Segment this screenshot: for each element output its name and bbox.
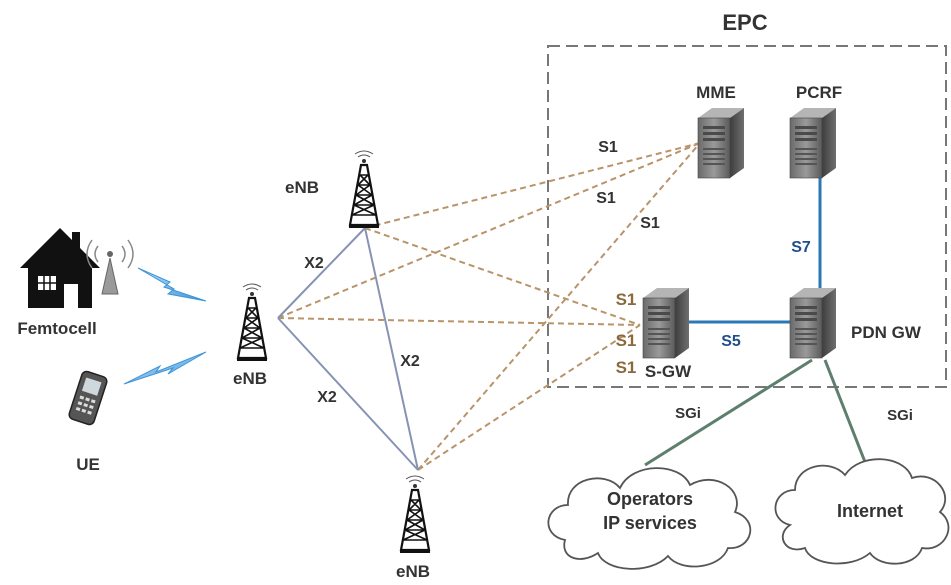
mme-server-icon	[697, 107, 745, 179]
s1-label-c: S1	[640, 215, 660, 232]
epc-title: EPC	[722, 10, 767, 35]
internet-cloud-label: Internet	[837, 501, 903, 521]
operators-cloud-label-line2: IP services	[603, 513, 697, 533]
s7-label: S7	[791, 239, 811, 256]
s1-link-enb-bottom-sgw	[417, 324, 641, 471]
s1-link-enb-mid-mme	[277, 142, 701, 319]
enb-bottom-tower-icon	[398, 474, 432, 555]
enb-top-label: eNB	[285, 178, 319, 197]
x2-link-mid-bottom	[277, 317, 419, 471]
s1-label-b: S1	[596, 190, 616, 207]
sgi-link-internet	[823, 359, 867, 463]
s1-label-a: S1	[598, 139, 618, 156]
x2-label-c: X2	[317, 389, 337, 406]
ue-wireless-bolt-icon	[123, 351, 207, 385]
operators-cloud-label-line1: Operators	[607, 489, 693, 509]
x2-label-a: X2	[304, 255, 324, 272]
enb-mid-tower-icon	[235, 282, 269, 363]
s1-sgw-label-1: S1	[616, 290, 637, 309]
femtocell-antenna-icon	[86, 239, 134, 295]
s1-link-enb-top-sgw	[364, 227, 641, 326]
ue-phone-icon	[68, 370, 108, 426]
x2-link-mid-top	[277, 227, 366, 319]
sgi-label-left: SGi	[675, 405, 701, 422]
internet-cloud	[774, 458, 950, 565]
femtocell-house-icon	[20, 228, 100, 308]
sgi-label-right: SGi	[887, 407, 913, 424]
pdngw-label: PDN GW	[851, 323, 922, 342]
enb-top-tower-icon	[347, 149, 381, 230]
enb-bottom-label: eNB	[396, 562, 430, 581]
femtocell-label: Femtocell	[17, 319, 96, 338]
s1-link-enb-bottom-mme	[417, 142, 701, 471]
s1-sgw-label-3: S1	[616, 358, 637, 377]
sgi-links	[644, 358, 867, 467]
sgw-label: S-GW	[645, 362, 692, 381]
ue-label: UE	[76, 455, 100, 474]
s1-link-enb-top-mme	[364, 142, 701, 229]
s1-link-enb-mid-sgw	[277, 317, 641, 326]
operators-cloud	[547, 467, 752, 570]
s5-label: S5	[721, 333, 741, 350]
pcrf-label: PCRF	[796, 83, 842, 102]
s1-links	[277, 142, 701, 471]
s1-sgw-label-2: S1	[616, 331, 637, 350]
sgw-server-icon	[642, 287, 690, 359]
sgi-link-operators	[644, 358, 813, 467]
pcrf-server-icon	[789, 107, 837, 179]
x2-links	[277, 227, 419, 471]
epc-boundary	[547, 45, 947, 388]
enb-mid-label: eNB	[233, 369, 267, 388]
x2-link-top-bottom	[364, 227, 419, 471]
x2-label-b: X2	[400, 353, 420, 370]
pdngw-server-icon	[789, 287, 837, 359]
femtocell-wireless-bolt-icon	[137, 267, 207, 302]
mme-label: MME	[696, 83, 736, 102]
